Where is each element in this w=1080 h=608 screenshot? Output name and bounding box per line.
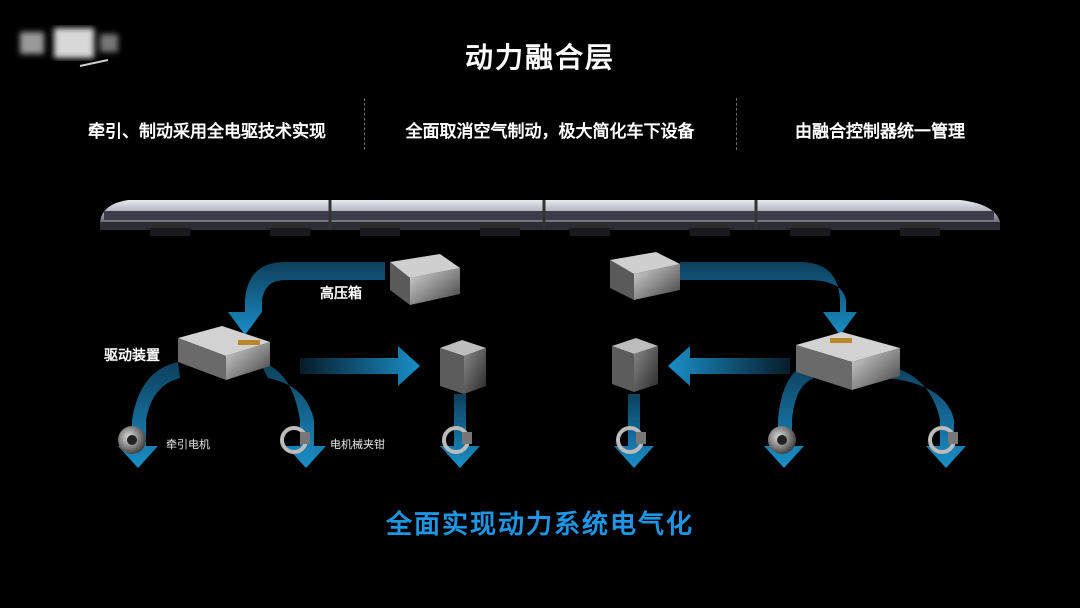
caliper-icon bbox=[280, 426, 310, 454]
equipment-box-icon bbox=[612, 338, 658, 392]
feature-divider bbox=[364, 98, 365, 150]
label-motor-caliper: 电机械夹钳 bbox=[330, 438, 385, 451]
caliper-icon bbox=[616, 426, 646, 454]
equipment-box-icon bbox=[390, 254, 460, 305]
arrow-drive-to-caliper-right bbox=[880, 364, 966, 468]
arrow-drive-to-box bbox=[300, 346, 420, 386]
arrow-hv-to-drive-right bbox=[680, 262, 857, 335]
arrow-drive-to-motor-right bbox=[764, 364, 814, 468]
caliper-icon bbox=[928, 426, 958, 454]
equipment-box-icon bbox=[440, 340, 486, 394]
slogan: 全面实现动力系统电气化 bbox=[385, 510, 694, 540]
motor-icon bbox=[768, 426, 796, 454]
equipment-box-icon bbox=[178, 326, 270, 380]
corner-logo bbox=[10, 20, 128, 70]
page-title: 动力融合层 bbox=[464, 41, 615, 74]
motor-icon bbox=[118, 426, 146, 454]
feature-divider bbox=[736, 98, 737, 150]
label-high-voltage-box: 高压箱 bbox=[320, 286, 362, 302]
arrow-drive-to-box-right bbox=[668, 346, 790, 386]
feature-no-air-brake: 全面取消空气制动，极大简化车下设备 bbox=[405, 122, 695, 142]
feature-unified-controller: 由融合控制器统一管理 bbox=[795, 122, 965, 142]
equipment-box-icon bbox=[610, 252, 680, 300]
label-drive-unit: 驱动装置 bbox=[104, 348, 160, 364]
arrow-hv-to-drive bbox=[228, 262, 385, 335]
feature-full-electric-drive: 牵引、制动采用全电驱技术实现 bbox=[88, 122, 326, 142]
caliper-icon bbox=[442, 426, 472, 454]
equipment-box-icon bbox=[796, 332, 900, 390]
label-traction-motor: 牵引电机 bbox=[166, 438, 210, 451]
